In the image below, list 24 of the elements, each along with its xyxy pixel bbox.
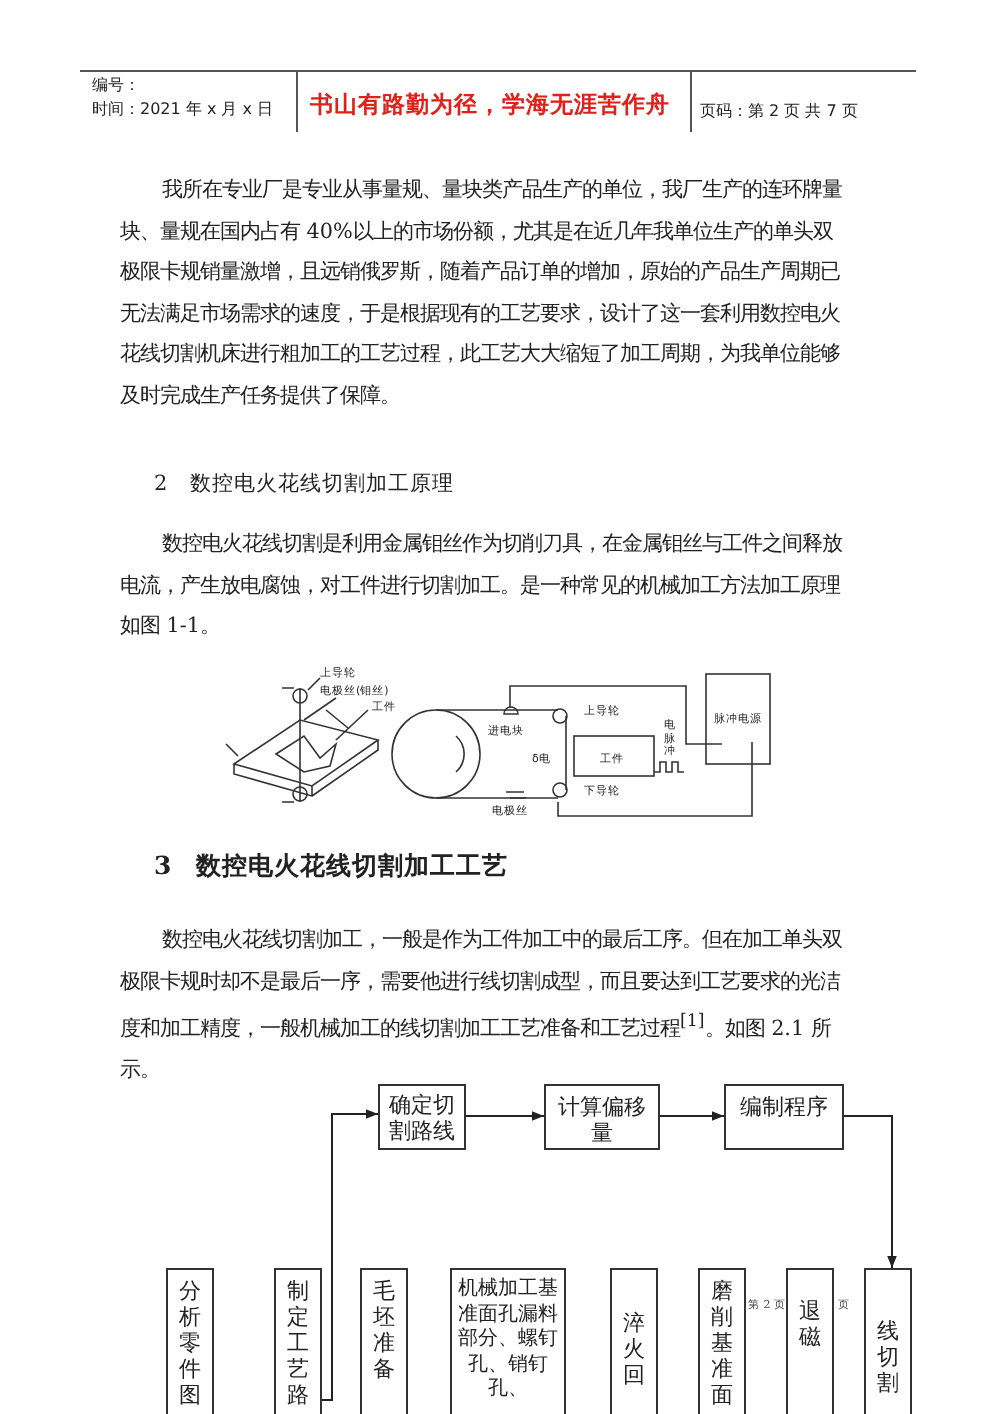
step-box: 磨削基准面 bbox=[698, 1268, 746, 1414]
arrow bbox=[321, 1109, 379, 1401]
step-box: 线切割 bbox=[864, 1268, 912, 1414]
step-box: 制定工艺路 bbox=[274, 1268, 322, 1414]
step-box: 机械加工基准面孔漏料部分、螺钉孔、销钉孔、 bbox=[450, 1268, 566, 1414]
arrow bbox=[843, 1115, 897, 1269]
step-box: 分析零件图 bbox=[166, 1268, 214, 1414]
header-motto: 书山有路勤为径，学海无涯苦作舟 bbox=[310, 90, 670, 120]
header-text: 时间：2021 年 x 月 x 日 bbox=[92, 98, 274, 120]
paragraph: 我所在专业厂是专业从事量规、量块类产品生产的单位，我厂生产的连环牌量块、量规在国内占有 40%以上的市场份额，尤其是在近几年我单位生产的单头双极限卡规销量激增，且远销俄罗斯，随着产品订单的增加，原始的产品生产周期已无法满足市场需求的速度，于是根据现有的工艺要求，设计了这一套利用数控电火花线切割机床进行粗加工的工艺过程，此工艺大大缩短了加工周期，为我单位能够及时完成生产任务提供了保障。 bbox=[120, 176, 844, 411]
paragraph: 数控电火花线切割加工，一般是作为工件加工中的最后工序。但在加工单头双极限卡规时却不是最后一序，需要他进行线切割成型，而且要达到工艺要求的光洁度和加工精度，一般机械加工的线切割加工工艺准备和工艺过程$^{[1]}$。如图 2.1 所示。 bbox=[120, 926, 844, 1086]
arrow bbox=[659, 1111, 725, 1121]
arrow bbox=[465, 1111, 545, 1121]
step-box: 毛坯准备 bbox=[360, 1268, 408, 1414]
step-box: 退磁 bbox=[786, 1268, 834, 1414]
header-text: 页码：第 2 页 共 7 页 bbox=[700, 100, 858, 122]
paragraph: 数控电火花线切割是利用金属钼丝作为切削刀具，在金属钼丝与工件之间释放电流，产生放电腐蚀，对工件进行切割加工。是一种常见的机械加工方法加工原理如图 1-1。 bbox=[120, 530, 844, 642]
step-box: 淬火回 bbox=[610, 1268, 658, 1414]
header-text: 编号： bbox=[92, 74, 140, 96]
process-box: 计算偏移量 bbox=[544, 1084, 660, 1150]
section-heading: 3 数控电火花线切割加工工艺 bbox=[154, 850, 509, 884]
process-box: 确定切割路线 bbox=[378, 1084, 466, 1150]
section-heading: 2 数控电火花线切割加工原理 bbox=[154, 470, 455, 498]
process-box: 编制程序 bbox=[724, 1084, 844, 1150]
